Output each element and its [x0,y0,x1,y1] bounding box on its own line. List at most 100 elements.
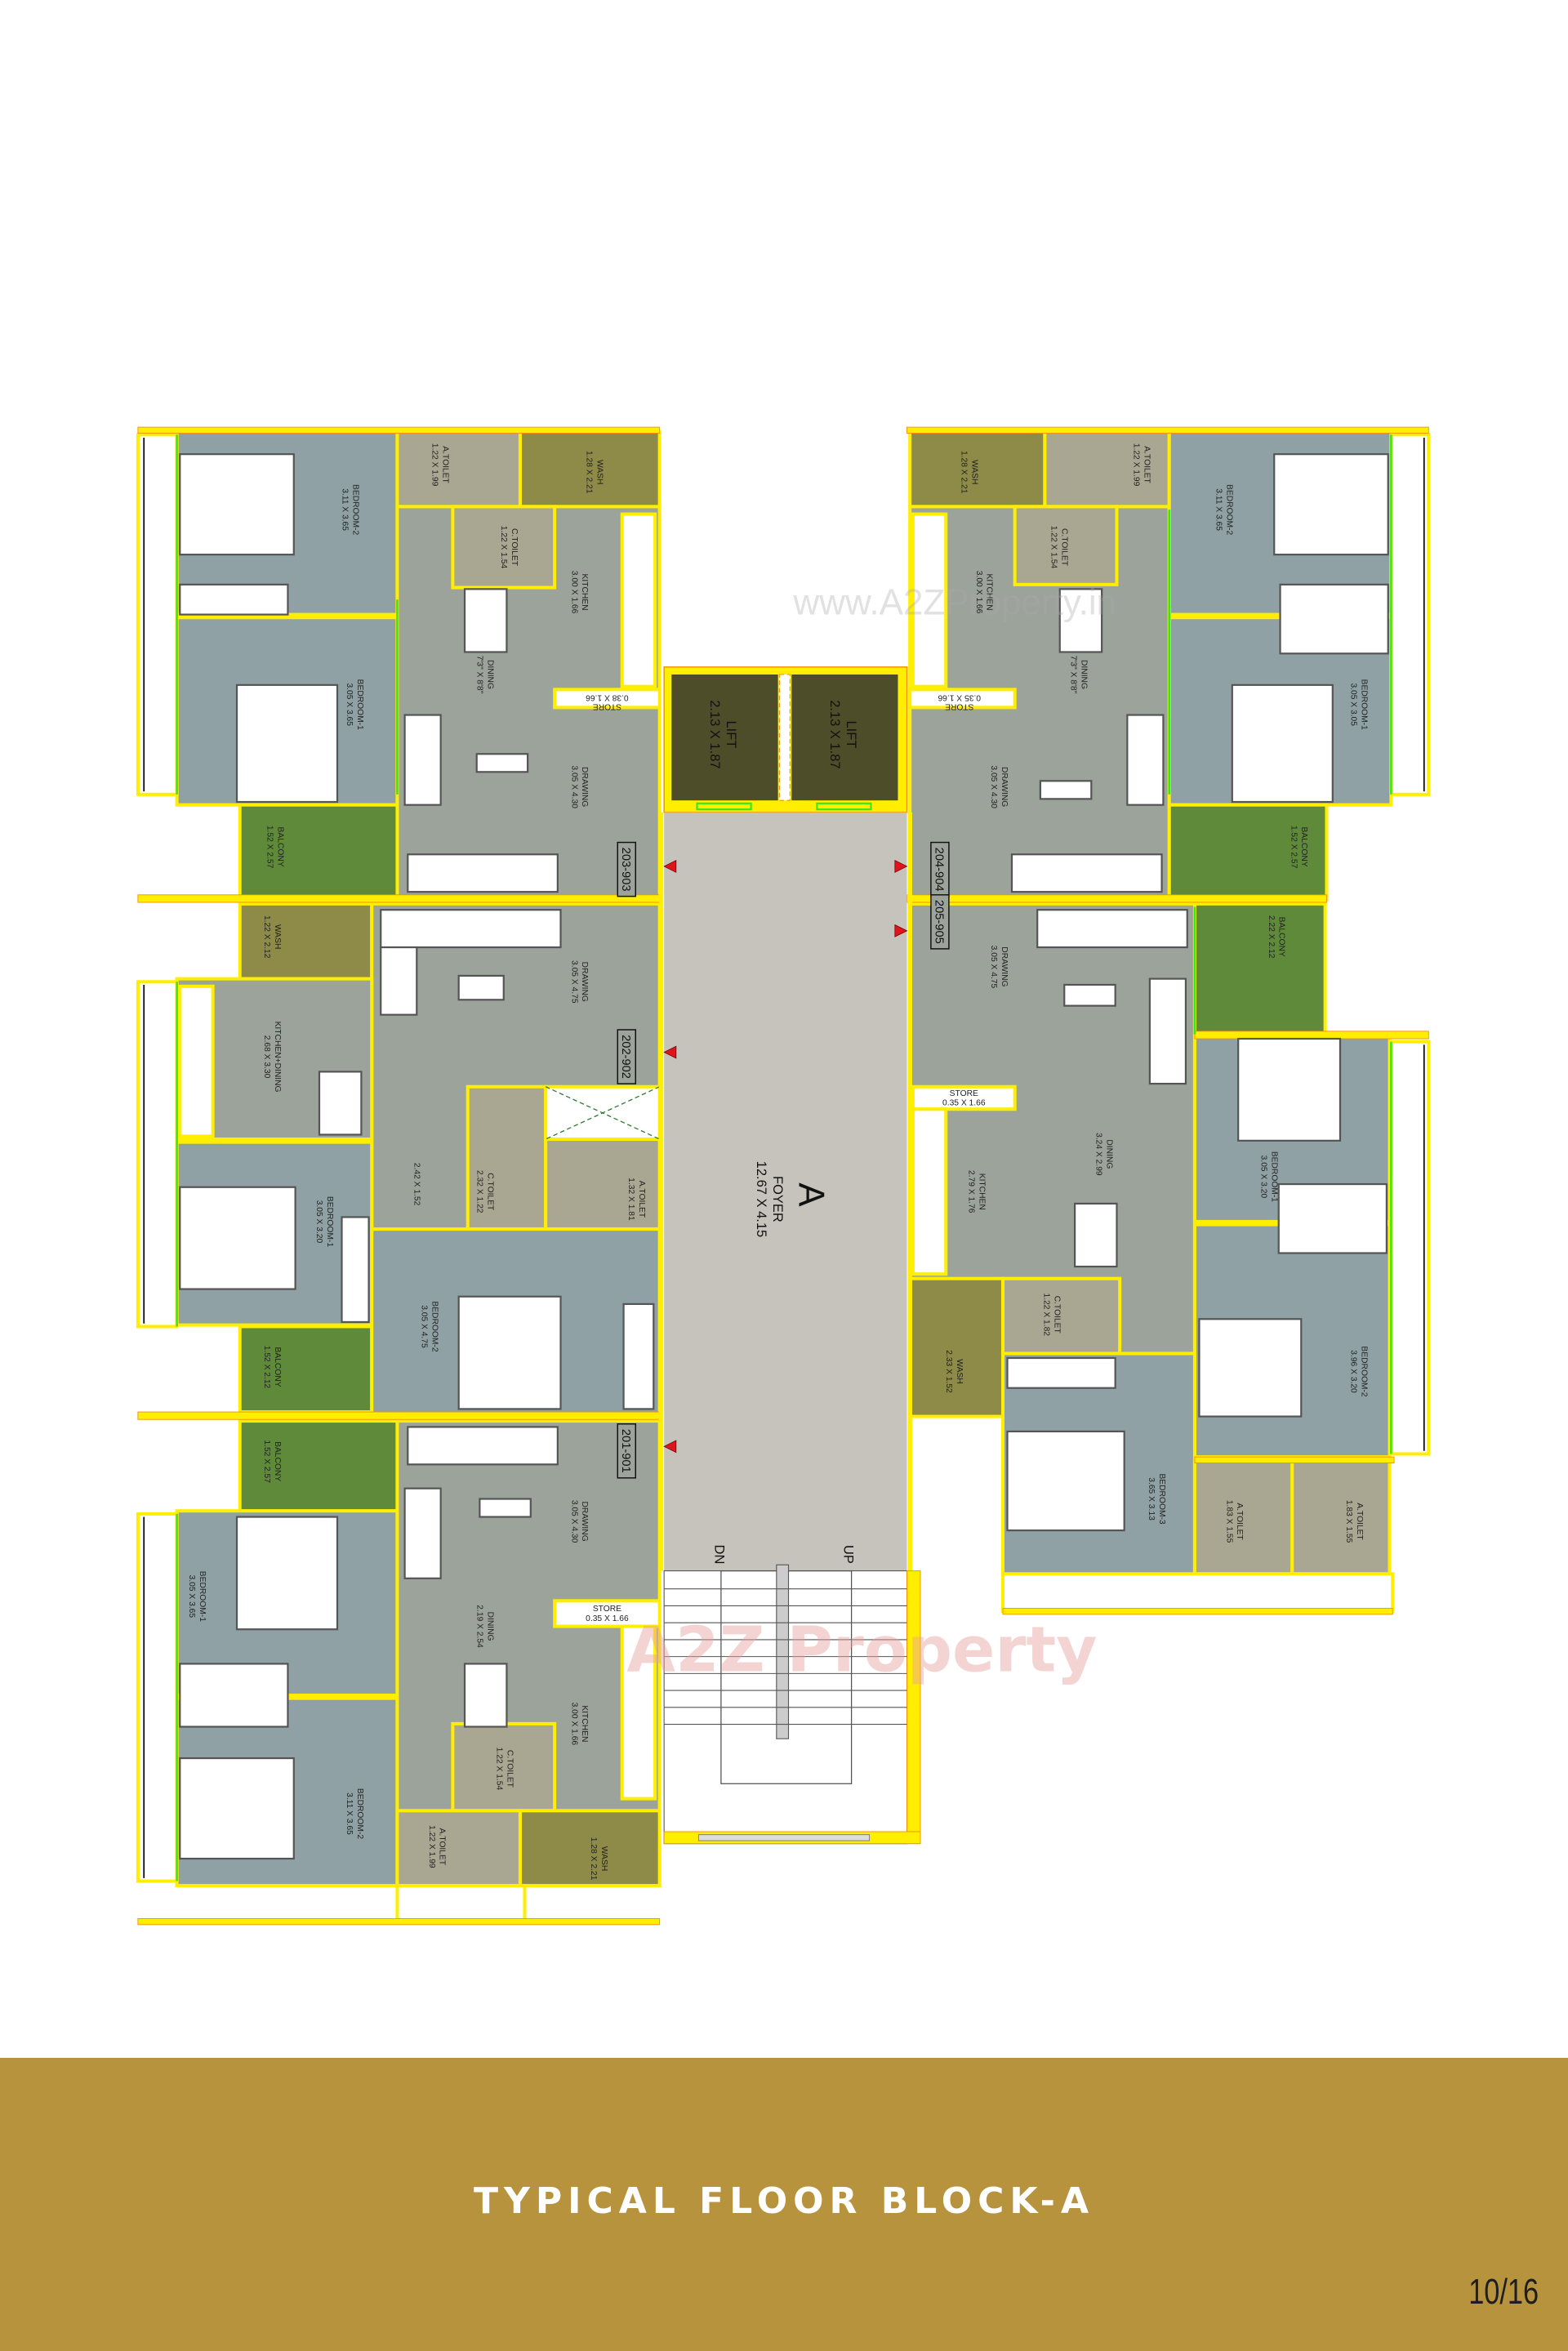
stair-wall [906,1570,921,1845]
bed [1273,453,1389,556]
store [553,688,662,710]
watermark-logo: A2Z Property [626,1614,1097,1687]
floor-plan: LIFT 2.13 X 1.87 LIFT 2.13 X 1.87 A FOYE… [136,426,1431,1926]
room-dims-c-toilet: 1.22 X 1.54 [1049,526,1058,569]
toilet [466,1084,548,1231]
room-name-store: STORE [950,1089,978,1098]
room-dims-balcony: 1.52 X 2.12 [262,1346,271,1389]
room-dims-bedroom1: 3.05 X 3.20 [1259,1155,1268,1199]
room-name-bedroom1: BEDROOM-1 [1269,1151,1278,1202]
room-name-a-toilet2: A.TOILET [1355,1503,1364,1540]
room-dims-a-toilet: 1.22 X 1.99 [430,443,439,487]
balcony [1192,902,1327,1036]
room-dims-balcony: 1.52 X 2.57 [1289,826,1298,869]
unit-tag-u202: 202-902 [619,1035,632,1079]
room-name-kitchen: KITCHEN [985,574,994,611]
sofa [1036,909,1188,949]
room-name-c-toilet: C.TOILET [485,1173,494,1211]
room-dims-drawing: 3.05 X 4.30 [569,765,578,808]
room-dims-kitchen-dining: 2.68 X 3.30 [262,1035,271,1079]
room-name-dining: DINING [485,1612,494,1641]
room-dims-bedroom1: 3.05 X 3.65 [345,683,354,726]
room-name-balcony: BALCONY [1299,827,1308,867]
dining-table [463,588,508,653]
room-name-bedroom1: BEDROOM-1 [1360,679,1369,730]
unit-tag-u205: 205-905 [932,900,945,944]
room-dims-store: 0.38 X 1.66 [586,693,629,702]
room-name-bedroom2: BEDROOM-2 [1360,1346,1369,1396]
sofa [1148,977,1187,1085]
room-name-wash: WASH [599,1846,608,1871]
wash-area [518,430,662,509]
bed [179,1186,296,1290]
room-dims-wash: 1.28 X 2.21 [585,451,594,494]
room-dims-bedroom1: 3.05 X 3.05 [1349,683,1358,726]
bed [1231,683,1334,804]
room-dims-bedroom2: 3.11 X 3.65 [340,488,349,531]
table [457,974,505,1001]
dining-table [318,1071,363,1136]
wash-area [908,1276,1005,1418]
table [1063,983,1116,1007]
wardrobe [1279,583,1389,655]
room-name-bedroom2: BEDROOM-2 [1224,484,1233,535]
wardrobe [1277,1182,1388,1254]
room-name-a-toilet: A.TOILET [637,1181,646,1218]
room-dims-a-toilet2: 1.83 X 1.55 [1344,1500,1353,1543]
room-dims-kitchen: 3.00 X 1.66 [569,571,578,614]
kitchen-counter [911,512,948,688]
room-dims-kitchen: 3.00 X 1.66 [569,1703,578,1746]
rooms-layer [136,426,1431,1926]
room-name-kitchen: KITCHEN [978,1173,987,1210]
room-name-wash: WASH [969,460,978,484]
room-dims-dining: 3.24 X 2.99 [1094,1133,1103,1176]
stair-handrail [776,1564,790,1739]
dining-table [1073,1202,1118,1268]
unit-tag-u201: 201-901 [619,1429,632,1473]
sofa [403,714,442,806]
room-name-drawing: DRAWING [1000,946,1009,986]
sofa [380,909,562,949]
bed [1198,1318,1303,1418]
room-name-bedroom1: BEDROOM-1 [355,679,364,730]
lift-divider [778,674,791,801]
stairs-down-label: DN [712,1545,727,1565]
page-number: 10/16 [1468,2272,1539,2312]
room-dims-a-toilet: 1.22 X 1.99 [1132,443,1141,487]
foyer-dims: 12.67 X 4.15 [754,1161,768,1238]
room-dims-kitchen: 2.79 X 1.76 [967,1170,976,1213]
room-name-bedroom2: BEDROOM-2 [430,1301,439,1351]
room-dims-c-toilet: 1.22 X 1.82 [1041,1293,1050,1337]
kitchen-counter [178,984,215,1138]
lift-car-1 [671,674,778,801]
stairs-up-label: UP [840,1545,855,1564]
room-dims-wash: 1.28 X 2.21 [589,1837,598,1881]
wardrobe [179,583,289,616]
room-name-dining: DINING [1079,660,1088,689]
exterior-wall [137,1411,661,1420]
furniture-layer [179,453,1389,1860]
entrance-marker-201 [663,1440,677,1454]
sofa [407,1426,559,1466]
lift-2-dims: 2.13 X 1.87 [827,700,842,768]
room-dims-c-toilet: 1.22 X 1.54 [499,526,508,569]
room-dims-balcony: 1.52 X 2.57 [262,1440,271,1483]
toilet [1290,1459,1392,1576]
entrance-markers [663,860,908,1454]
sofa [403,1487,442,1579]
room-name-drawing: DRAWING [1000,767,1009,807]
room-name-drawing: DRAWING [580,962,589,1002]
toilet [1000,1276,1122,1356]
stair-window [697,1834,871,1841]
sofa [1010,853,1163,893]
toilet [451,1721,557,1813]
exterior-wall [1002,1608,1393,1615]
room-name-a-toilet: A.TOILET [1142,446,1151,483]
bed [1006,1430,1125,1532]
room-name-bedroom1: BEDROOM-1 [198,1571,207,1622]
toilet [544,1137,662,1231]
room-dims-a-toilet: 1.32 X 1.81 [626,1178,635,1221]
toilet [395,430,522,509]
watermark-url: www.A2ZProperty.in [792,583,1116,623]
kitchen-counter [911,1107,948,1276]
